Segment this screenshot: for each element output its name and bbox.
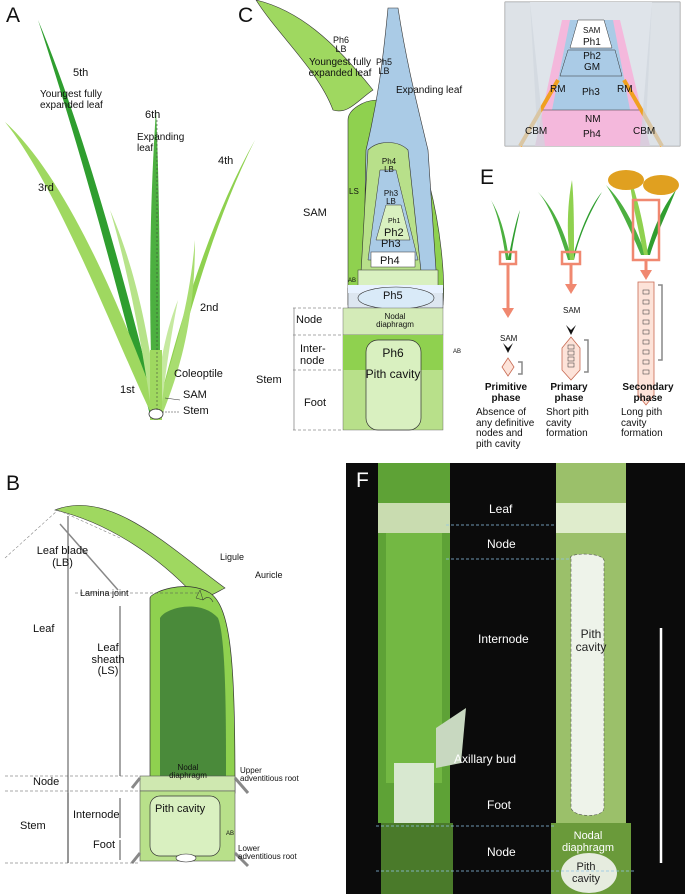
panel-e-label: E	[480, 166, 495, 189]
d-nm-label: NM	[585, 114, 601, 125]
f-pith-cavity-label: Pith cavity	[575, 627, 607, 654]
pith-cavity-label-b: Pith cavity	[155, 803, 206, 815]
c-sam-label: SAM	[303, 207, 327, 219]
stem-label-b: Stem	[20, 820, 46, 832]
ligule-label: Ligule	[220, 552, 245, 562]
panel-c: C Ph6 LB Youngest fully expanded leaf Ph…	[238, 0, 500, 460]
lower-root-label: Lower adventitious root	[238, 844, 297, 862]
panel-f: F Leaf Node Pith cavity Internode Axilla…	[346, 463, 685, 894]
c-ph1-label: Ph1	[388, 218, 401, 225]
d-cbm-right-label: CBM	[633, 126, 656, 137]
panel-f-label: F	[356, 469, 369, 492]
e-phase3-title: Secondary phase	[622, 382, 674, 404]
d-sam-label: SAM	[583, 26, 601, 35]
f-node-bottom-label: Node	[487, 845, 516, 859]
panel-a-label: A	[6, 4, 21, 27]
stem-photo-illustration	[376, 463, 663, 894]
c-ph6-label: Ph6	[382, 346, 404, 360]
f-foot-label: Foot	[487, 798, 512, 812]
panel-c-label: C	[238, 4, 254, 27]
leaf-4th-label: 4th	[218, 155, 234, 167]
e-phase2-title: Primary phase	[550, 382, 588, 404]
e-sam-1-label: SAM	[500, 334, 518, 343]
auricle-label: Auricle	[255, 570, 283, 580]
upper-root-label: Upper adventitious root	[240, 766, 299, 784]
internode-label: Internode	[73, 809, 120, 821]
c-ab-label: AB	[348, 278, 357, 284]
f-axillary-bud-label: Axillary bud	[454, 752, 517, 766]
f-internode-label: Internode	[478, 632, 529, 646]
panel-e: E	[476, 160, 685, 460]
c-node-label: Node	[296, 314, 323, 326]
meristem-zones-diagram	[504, 1, 681, 147]
c-internode-label: Inter-node	[300, 343, 326, 367]
c-foot-label: Foot	[304, 397, 327, 409]
c-ph4-lb-label: Ph4 LB	[381, 157, 397, 175]
d-ph1-label: Ph1	[583, 37, 601, 48]
c-ls-label: LS	[349, 187, 359, 196]
c-pith-cavity-label: Pith cavity	[365, 367, 421, 381]
growth-phases-diagram	[491, 170, 679, 406]
f-pith-cavity2-label: Pith cavity	[571, 861, 601, 885]
leaf-stem-diagram	[4, 505, 250, 868]
leaf-3rd-label: 3rd	[38, 182, 54, 194]
c-ph6-lb-label: Ph6 LB	[332, 35, 349, 55]
e-phase1-title: Primitive phase	[484, 382, 528, 404]
nodal-diaphragm-label: Nodal diaphragm	[169, 763, 207, 781]
f-nodal-diaphragm-label: Nodal diaphragm	[562, 830, 614, 854]
node-label: Node	[33, 776, 60, 788]
c-ph3-lb-label: Ph3 LB	[383, 189, 399, 207]
shoot-apex-diagram	[255, 0, 444, 431]
d-rm-right-label: RM	[617, 84, 633, 95]
foot-label-b: Foot	[93, 839, 116, 851]
leaf-1st-label: 1st	[120, 384, 135, 396]
c-stem-label: Stem	[256, 374, 282, 386]
expanding-leaf-label: Expanding leaf	[137, 132, 185, 154]
c-ab2-label: AB	[453, 349, 462, 355]
f-leaf-label: Leaf	[489, 502, 513, 516]
coleoptile-label: Coleoptile	[174, 368, 223, 380]
d-cbm-left-label: CBM	[525, 126, 548, 137]
panel-a: A 5th Youngest fully expanded leaf 6th E…	[0, 0, 255, 460]
c-youngest-label: Youngest fully expanded leaf	[308, 57, 372, 79]
stem-label: Stem	[183, 405, 209, 417]
e-phase2-desc: Short pith cavity formation	[546, 407, 589, 439]
sam-label: SAM	[183, 389, 207, 401]
panel-b-label: B	[6, 472, 21, 495]
panel-b: B Leaf blade (LB) Ligule Aur	[0, 468, 340, 894]
leaf-label: Leaf	[33, 623, 55, 635]
youngest-leaf-label: Youngest fully expanded leaf	[40, 89, 103, 111]
c-expanding-label: Expanding leaf	[396, 85, 463, 96]
leaf-5th-label: 5th	[73, 67, 89, 79]
leaf-blade-label: Leaf blade (LB)	[36, 545, 89, 569]
d-ph4-label: Ph4	[583, 129, 601, 140]
d-rm-left-label: RM	[550, 84, 566, 95]
c-ph5-label: Ph5	[383, 290, 403, 302]
c-nodal-diaphragm-label: Nodal diaphragm	[376, 312, 414, 330]
c-ph5-lb-label: Ph5 LB	[375, 57, 392, 77]
f-node-top-label: Node	[487, 537, 516, 551]
lamina-joint-label: Lamina joint	[80, 588, 129, 598]
e-phase3-desc: Long pith cavity formation	[621, 407, 663, 439]
panel-d: D SAM Ph1 Ph2 GM RM Ph3 RM NM Ph4 CBM CB…	[500, 0, 685, 148]
e-phase1-desc: Absence of any definitive nodes and pith…	[476, 407, 535, 450]
d-ph3-label: Ph3	[582, 87, 600, 98]
e-sam-2-label: SAM	[563, 306, 581, 315]
c-ph2-label: Ph2	[384, 227, 404, 239]
c-ph3-label: Ph3	[381, 238, 401, 250]
rice-plant-illustration	[5, 20, 255, 420]
leaf-2nd-label: 2nd	[200, 302, 219, 314]
c-ph4-label: Ph4	[380, 255, 400, 267]
ab-label-b: AB	[226, 831, 235, 837]
leaf-sheath-label: Leaf sheath (LS)	[91, 642, 125, 678]
leaf-6th-label: 6th	[145, 109, 161, 121]
d-ph2-gm-label: Ph2 GM	[583, 51, 601, 73]
